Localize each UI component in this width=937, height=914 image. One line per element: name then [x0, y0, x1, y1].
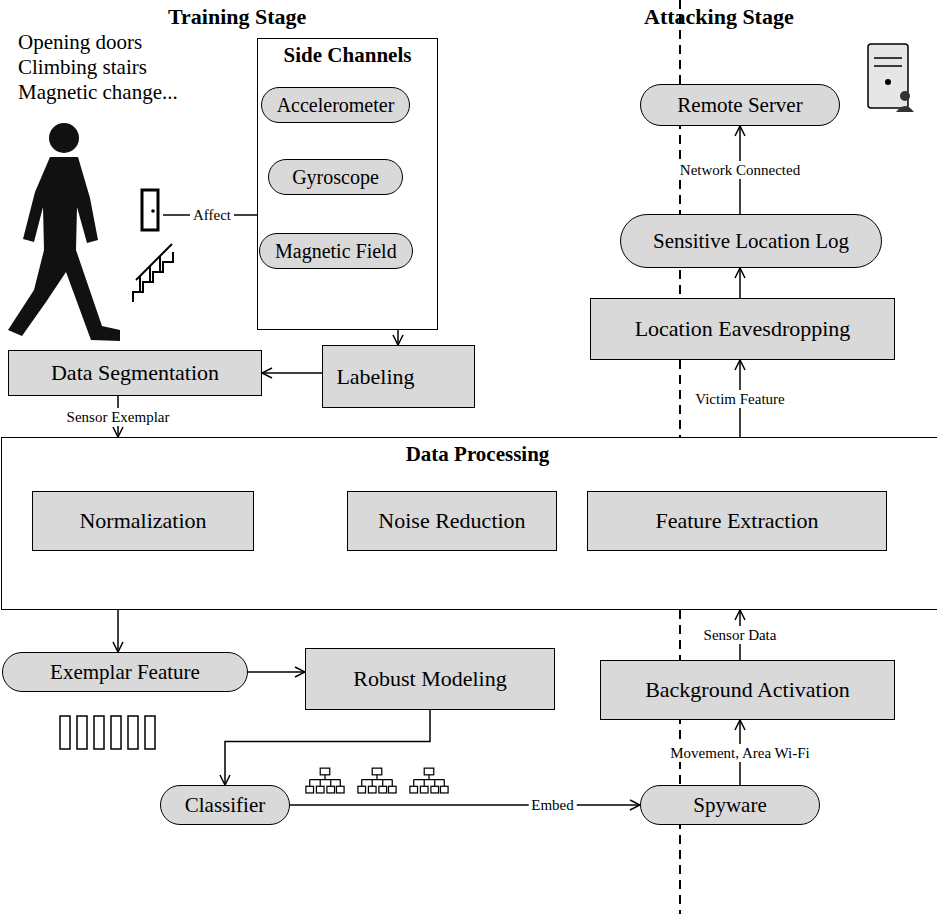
- feature-bars: [60, 716, 155, 749]
- terminal-pill: Remote Server: [640, 84, 840, 126]
- node-text: Gyroscope: [292, 166, 379, 189]
- arrow-connector: [225, 710, 430, 785]
- edge-label: Network Connected: [677, 161, 803, 179]
- node-text: Exemplar Feature: [50, 660, 200, 684]
- arrow-connector: [262, 372, 322, 374]
- node-text: Labeling: [336, 364, 414, 389]
- arrow-connector: [739, 268, 741, 298]
- data-pill: Sensitive Location Log: [620, 214, 882, 268]
- node-text: Feature Extraction: [655, 508, 818, 533]
- node-text: Background Activation: [645, 677, 850, 702]
- process-box: Background Activation: [600, 660, 895, 720]
- node-text: Sensitive Location Log: [653, 229, 849, 253]
- server-icon: [868, 44, 914, 112]
- node-text: Data Segmentation: [51, 360, 219, 385]
- node-text: Magnetic Field: [275, 240, 397, 263]
- stage-title: Attacking Stage: [644, 4, 794, 29]
- node-text: Accelerometer: [277, 94, 395, 117]
- process-box: Normalization: [32, 491, 254, 551]
- activity-text: Climbing stairs: [18, 55, 147, 79]
- arrow-connector: [117, 610, 119, 652]
- arrow-connector: [290, 804, 640, 806]
- node-text: Classifier: [185, 793, 265, 817]
- edge-label: Sensor Data: [701, 626, 780, 644]
- activity-text: Opening doors: [18, 30, 142, 54]
- process-box: Labeling: [322, 345, 475, 408]
- process-box: Robust Modeling: [305, 648, 555, 710]
- node-text: Location Eavesdropping: [635, 316, 851, 341]
- node-text: Normalization: [79, 508, 206, 533]
- tree-icons: [306, 768, 448, 793]
- stage-title: Training Stage: [168, 4, 306, 29]
- sensor-pill: Accelerometer: [261, 87, 411, 123]
- data-pill: Spyware: [640, 785, 820, 825]
- process-box: Data Segmentation: [8, 350, 262, 396]
- group-box: Side ChannelsAccelerometerGyroscopeMagne…: [257, 38, 438, 330]
- arrow-connector: [397, 330, 399, 345]
- processing-band: Data ProcessingNormalization Noise Reduct…: [1, 437, 937, 610]
- edge-label: Victim Feature: [692, 390, 788, 408]
- node-text: Remote Server: [677, 93, 802, 117]
- arrow-label: Affect: [190, 206, 234, 224]
- activity-text: Magnetic change...: [18, 80, 178, 104]
- edge-label: Movement, Area Wi-Fi: [667, 744, 813, 762]
- process-box: Noise Reduction: [347, 491, 557, 551]
- edge-label: Embed: [528, 796, 577, 814]
- group-heading: Side Channels: [258, 39, 437, 67]
- stairs-icon: [133, 244, 173, 302]
- arrow-connector: [248, 671, 305, 673]
- sensor-pill: Magnetic Field: [259, 233, 413, 269]
- person-silhouette: [8, 123, 120, 341]
- group-heading: Data Processing: [2, 438, 937, 466]
- edge-label: Sensor Exemplar: [64, 408, 173, 426]
- node-text: Spyware: [693, 793, 766, 817]
- process-box: Feature Extraction: [587, 491, 887, 551]
- sensor-pill: Gyroscope: [268, 159, 403, 195]
- data-pill: Classifier: [160, 785, 290, 825]
- process-box: Location Eavesdropping: [590, 298, 895, 360]
- data-pill: Exemplar Feature: [2, 652, 248, 692]
- node-text: Robust Modeling: [353, 666, 506, 691]
- node-text: Noise Reduction: [378, 508, 525, 533]
- door-icon: [142, 190, 158, 230]
